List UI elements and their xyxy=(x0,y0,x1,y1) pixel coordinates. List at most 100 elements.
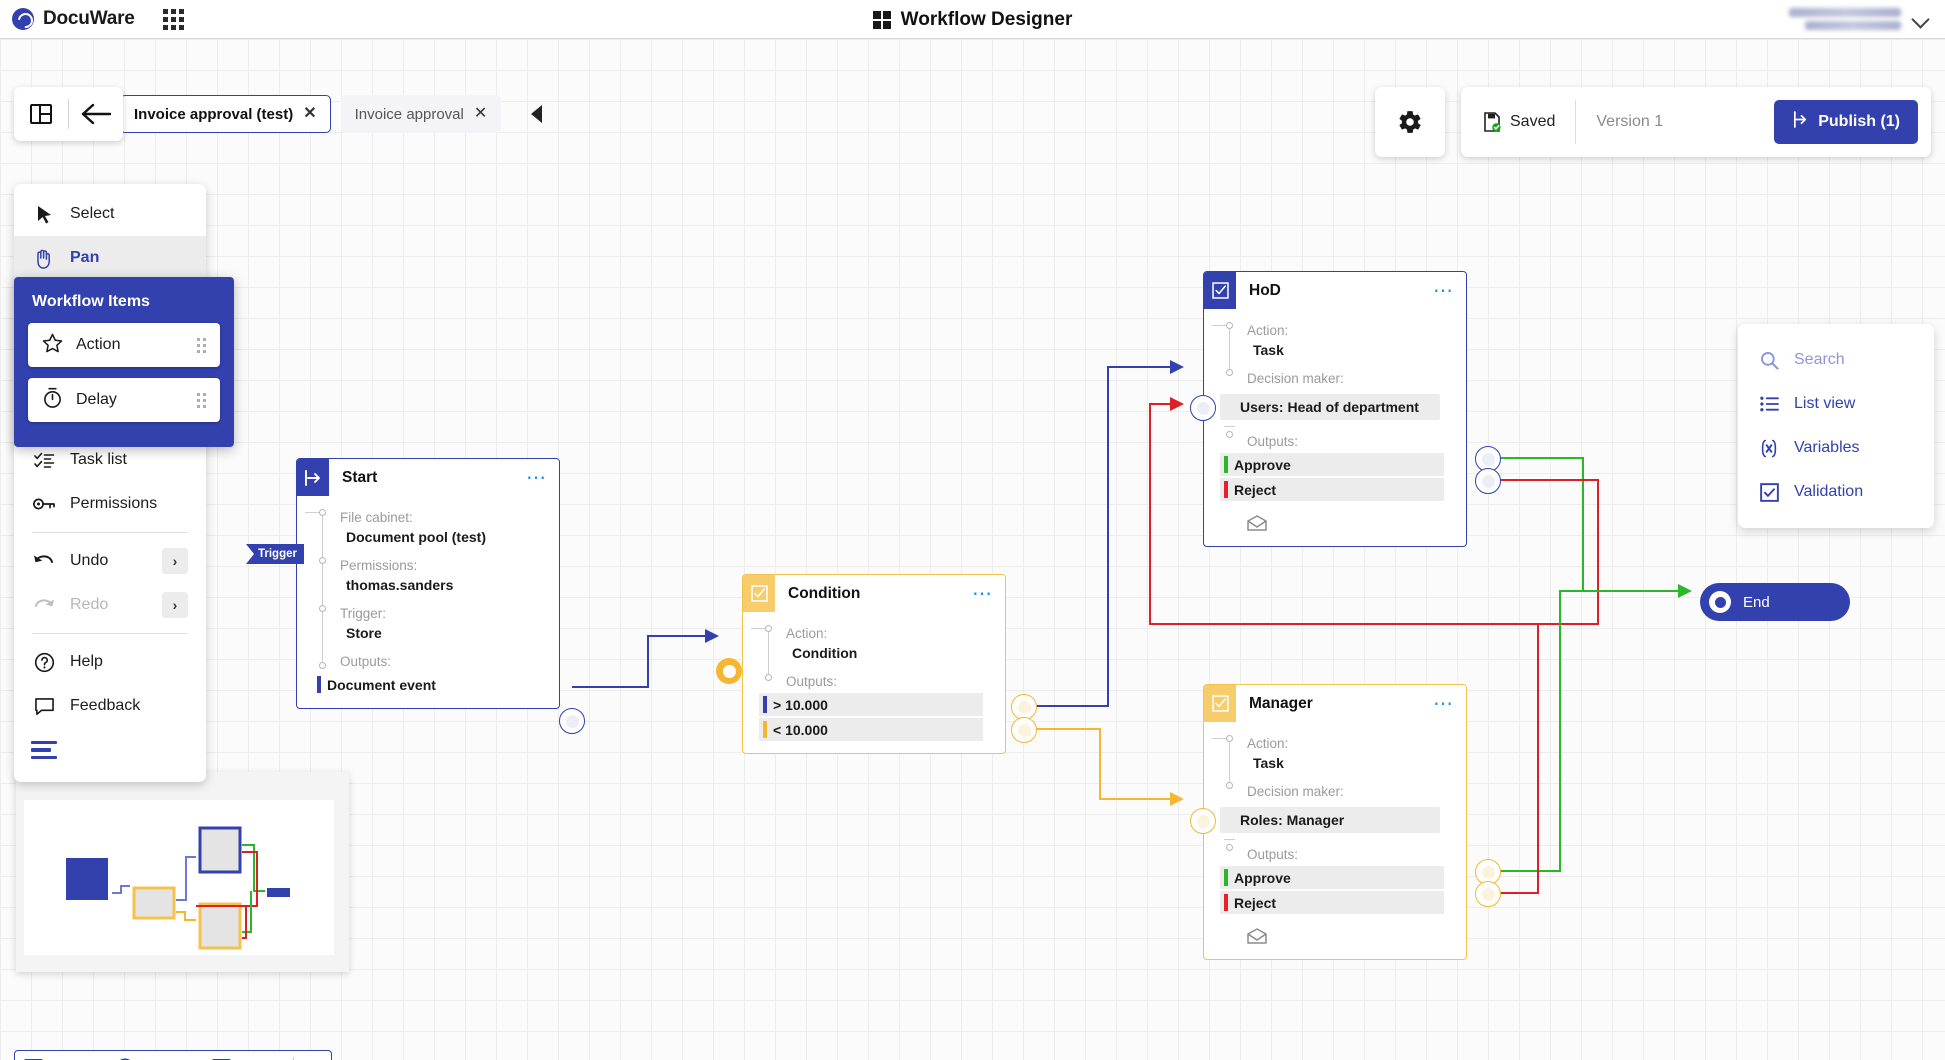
node-header[interactable]: Start ⋯ xyxy=(297,459,559,496)
more-dots-icon[interactable]: ⋯ xyxy=(526,459,559,496)
node-header[interactable]: Manager ⋯ xyxy=(1204,685,1466,722)
minimap-viewport[interactable] xyxy=(24,800,334,955)
outputs-label: Outputs: xyxy=(340,654,392,669)
menu-item-permissions[interactable]: Permissions xyxy=(14,482,206,526)
menu-item-label: Task list xyxy=(70,451,127,468)
caret-left-icon[interactable] xyxy=(531,105,543,123)
divider xyxy=(293,1057,294,1060)
menu-item-select[interactable]: Select xyxy=(14,192,206,236)
mail-icon[interactable] xyxy=(1204,928,1466,949)
port-start-output[interactable] xyxy=(559,708,585,734)
more-dots-icon[interactable]: ⋯ xyxy=(1433,272,1466,309)
port-condition-lt[interactable] xyxy=(1011,717,1037,743)
mail-icon[interactable] xyxy=(1204,515,1466,536)
panel-item-validation[interactable]: Validation xyxy=(1738,470,1934,514)
menu-more-button[interactable] xyxy=(14,728,206,772)
port-hod-reject[interactable] xyxy=(1475,468,1501,494)
panel-item-variables[interactable]: Variables xyxy=(1738,426,1934,470)
settings-button[interactable] xyxy=(1375,87,1445,157)
field-label: Action: xyxy=(1247,323,1289,338)
divider xyxy=(32,633,188,634)
chevron-right-icon[interactable]: › xyxy=(162,592,188,618)
node-start[interactable]: Start ⋯ File cabinet: Document pool (tes… xyxy=(296,458,560,709)
output-row[interactable]: Reject xyxy=(1220,891,1444,914)
tab-invoice-approval-test[interactable]: Invoice approval (test) ✕ xyxy=(120,95,331,133)
user-account-label[interactable] xyxy=(1789,4,1901,30)
divider xyxy=(32,532,188,533)
menu-item-label: Permissions xyxy=(70,495,158,512)
trigger-tag: Trigger xyxy=(246,544,304,564)
publish-button[interactable]: Publish (1) xyxy=(1774,100,1918,144)
close-icon[interactable]: ✕ xyxy=(303,105,317,122)
key-icon xyxy=(32,497,56,511)
node-header[interactable]: Condition ⋯ xyxy=(743,575,1005,612)
output-row[interactable]: Approve xyxy=(1220,453,1444,476)
chevron-down-icon[interactable] xyxy=(1911,10,1930,29)
menu-item-label: Help xyxy=(70,653,103,670)
feedback-icon xyxy=(32,697,56,716)
port-condition-input[interactable] xyxy=(716,658,742,684)
more-dots-icon[interactable]: ⋯ xyxy=(1433,685,1466,722)
node-manager[interactable]: Manager ⋯ Action: Task Decision maker: R… xyxy=(1203,684,1467,960)
status-bar: Saved Version 1 Publish (1) xyxy=(1461,87,1931,157)
left-tool-menu: Select Pan Task list Permissi xyxy=(14,184,206,782)
decision-maker-chip[interactable]: Roles: Manager xyxy=(1220,807,1440,833)
menu-item-help[interactable]: Help xyxy=(14,640,206,684)
output-row[interactable]: > 10.000 xyxy=(759,693,983,716)
node-body: File cabinet: Document pool (test) Permi… xyxy=(297,496,559,708)
plus-icon[interactable]: + xyxy=(212,1058,231,1060)
output-row[interactable]: Reject xyxy=(1220,478,1444,501)
output-row[interactable]: Document event xyxy=(313,673,537,696)
output-row[interactable]: Approve xyxy=(1220,866,1444,889)
port-hod-input[interactable] xyxy=(1190,395,1216,421)
publish-label: Publish (1) xyxy=(1818,113,1900,130)
menu-item-label: Select xyxy=(70,205,115,222)
saved-label: Saved xyxy=(1510,113,1556,130)
output-row[interactable]: < 10.000 xyxy=(759,718,983,741)
panel-item-list-view[interactable]: List view xyxy=(1738,382,1934,426)
workflow-item-delay[interactable]: Delay xyxy=(28,378,220,422)
chevron-right-icon[interactable]: › xyxy=(162,548,188,574)
brand-logo[interactable]: DocuWare xyxy=(12,8,135,30)
app-grid-icon[interactable] xyxy=(162,8,184,30)
outputs-label: Outputs: xyxy=(1247,847,1299,862)
menu-item-undo[interactable]: Undo › xyxy=(14,539,206,583)
node-condition[interactable]: Condition ⋯ Action: Condition Outputs: >… xyxy=(742,574,1006,754)
port-manager-reject[interactable] xyxy=(1475,881,1501,907)
workflow-item-label: Action xyxy=(76,336,121,353)
user-name-redacted xyxy=(1789,8,1901,17)
drag-handle-icon[interactable] xyxy=(197,392,206,408)
outputs-label: Outputs: xyxy=(786,674,838,689)
divider xyxy=(68,99,69,129)
field-value: Document pool (test) xyxy=(346,529,486,545)
minimap-node-end xyxy=(267,888,290,897)
close-icon[interactable]: ✕ xyxy=(473,105,488,122)
decision-maker-chip[interactable]: Users: Head of department xyxy=(1220,394,1440,420)
arrow-left-icon[interactable] xyxy=(79,97,113,131)
drag-handle-icon[interactable] xyxy=(197,337,206,353)
tab-invoice-approval[interactable]: Invoice approval ✕ xyxy=(340,95,502,133)
minimap[interactable] xyxy=(16,772,349,972)
version-label: Version 1 xyxy=(1596,113,1664,130)
menu-item-pan[interactable]: Pan xyxy=(14,236,206,280)
minus-icon[interactable]: − xyxy=(24,1058,43,1060)
panel-item-search[interactable]: Search xyxy=(1738,338,1934,382)
start-arrow-icon xyxy=(297,459,329,496)
more-dots-icon[interactable]: ⋯ xyxy=(972,575,1005,612)
panel-item-label: List view xyxy=(1794,395,1856,412)
help-circle-icon xyxy=(32,652,56,673)
node-header[interactable]: HoD ⋯ xyxy=(1204,272,1466,309)
hand-icon xyxy=(32,248,56,269)
trigger-label: Trigger xyxy=(258,548,297,560)
menu-item-feedback[interactable]: Feedback xyxy=(14,684,206,728)
menu-item-task-list[interactable]: Task list xyxy=(14,438,206,482)
menu-item-redo[interactable]: Redo › xyxy=(14,583,206,627)
node-hod[interactable]: HoD ⋯ Action: Task Decision maker: Users… xyxy=(1203,271,1467,547)
workflow-canvas[interactable]: Invoice approval (test) ✕ Invoice approv… xyxy=(0,39,1945,1060)
list-view-icon xyxy=(1758,396,1780,412)
panel-layout-icon[interactable] xyxy=(24,97,58,131)
node-end[interactable]: End xyxy=(1700,583,1850,621)
workflow-item-action[interactable]: Action xyxy=(28,323,220,367)
port-manager-input[interactable] xyxy=(1190,808,1216,834)
output-label: > 10.000 xyxy=(773,696,828,713)
